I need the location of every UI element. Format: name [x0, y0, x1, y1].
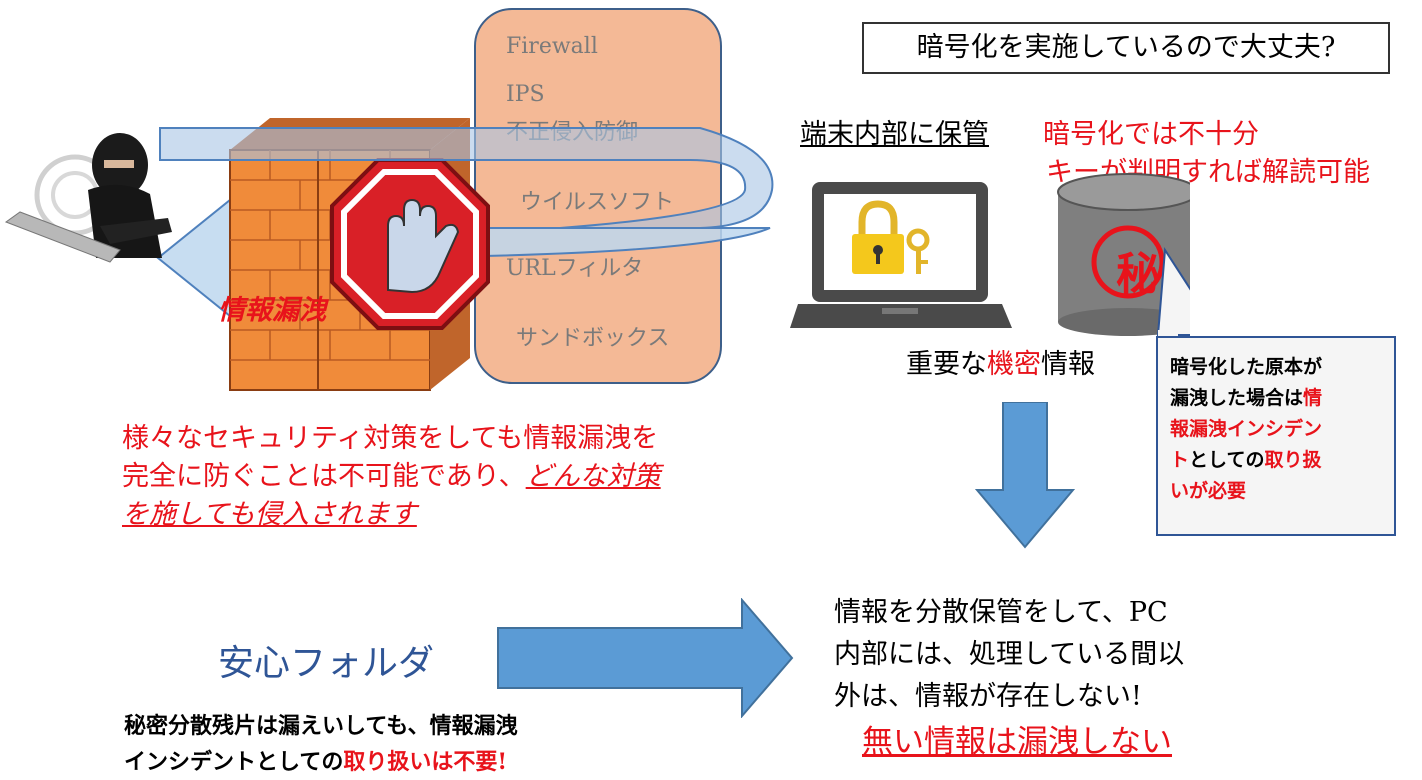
layer-url-filter: URLフィルタ	[506, 256, 644, 281]
layer-ips: IPS	[506, 82, 545, 107]
down-arrow	[975, 402, 1075, 549]
security-layers-panel	[474, 8, 722, 384]
key-icon	[906, 228, 930, 274]
storage-label: 端末内部に保管	[800, 119, 989, 150]
warning-line-2: 完全に防ぐことは不可能であり、	[122, 461, 526, 492]
encryption-question-box: 暗号化を実施しているので大丈夫?	[862, 22, 1390, 74]
callout-pointer	[1156, 246, 1190, 336]
lock-icon	[852, 200, 904, 274]
secret-mark: 秘	[1116, 249, 1160, 300]
warning-line-3-emphasis: を施しても侵入されます	[122, 499, 417, 530]
intrusion-illustration	[4, 118, 774, 391]
warning-line-1: 様々なセキュリティ対策をしても情報漏洩を	[122, 423, 659, 454]
product-name: 安心フォルダ	[218, 643, 435, 684]
conclusion-text: 無い情報は漏洩しない	[862, 724, 1172, 760]
security-warning-text: 様々なセキュリティ対策をしても情報漏洩を 完全に防ぐことは不可能であり、どんな対…	[122, 420, 661, 534]
intrusion-arrow	[159, 127, 774, 229]
leak-label: 情報漏洩	[218, 295, 326, 326]
fragment-note: 秘密分散残片は漏えいしても、情報漏洩 インシデントとしての取り扱いは不要!	[124, 713, 518, 775]
right-arrow	[497, 598, 794, 718]
hacker-icon	[4, 133, 172, 263]
important-info-label: 重要な機密情報	[906, 349, 1095, 380]
layer-antivirus: ウイルスソフト	[520, 190, 675, 215]
device-illustration	[790, 173, 1190, 336]
layer-firewall: Firewall	[506, 34, 598, 59]
encryption-callout	[1156, 336, 1396, 536]
stop-hand-icon	[330, 158, 490, 330]
layer-sandbox: サンドボックス	[516, 326, 670, 351]
distributed-storage-text: 情報を分散保管をして、PC 内部には、処理している間以 外は、情報が存在しない!	[834, 597, 1185, 712]
callout-text: 暗号化した原本が 漏洩した場合は情 報漏洩インシデン トとしての取り扱 いが必要	[1170, 356, 1323, 502]
warning-line-2-emphasis: どんな対策	[525, 461, 661, 492]
encryption-insufficient-line-1: 暗号化では不十分	[1043, 119, 1259, 150]
